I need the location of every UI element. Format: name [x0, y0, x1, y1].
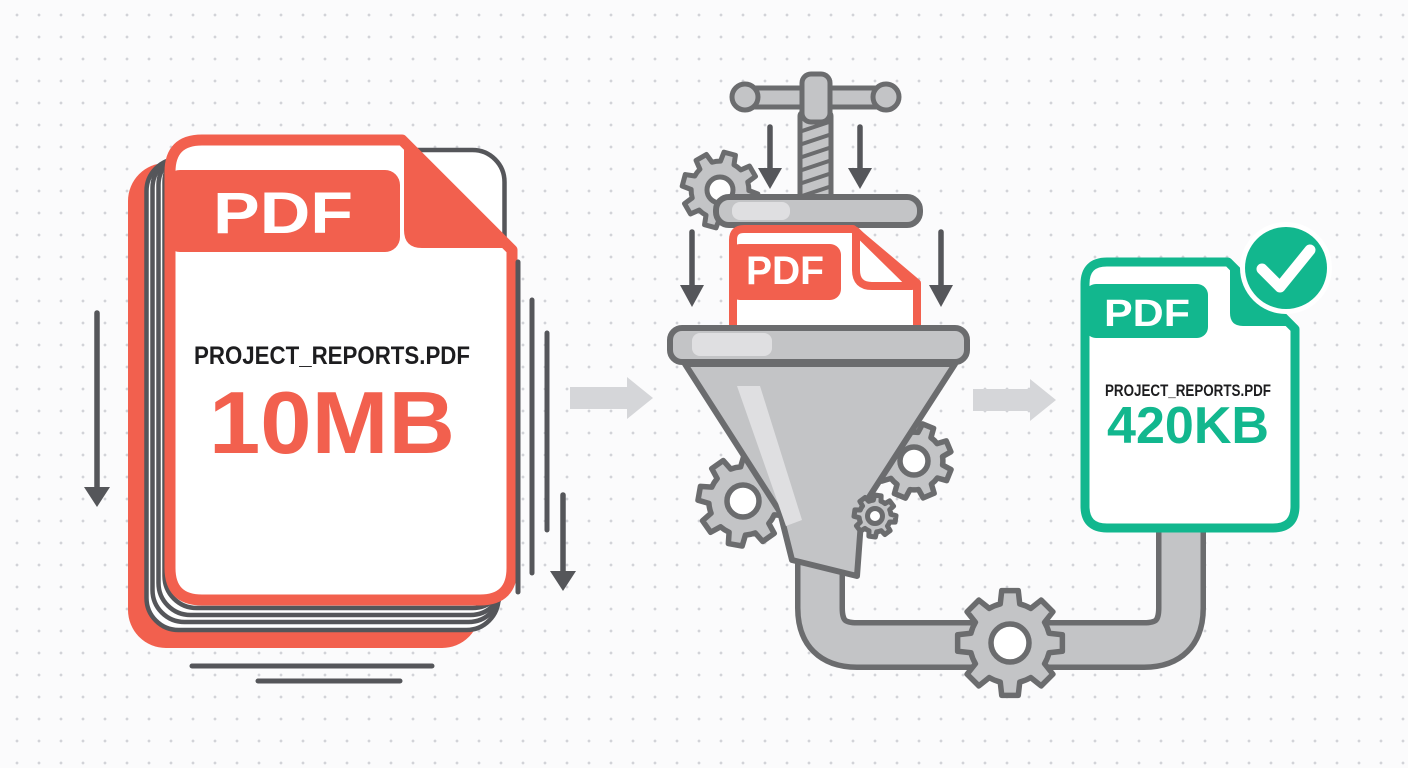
result-pdf-badge-label: PDF: [1104, 293, 1190, 335]
gear-icon: [958, 591, 1063, 696]
arrow-right-icon: [973, 379, 1056, 421]
check-circle-icon: [1240, 222, 1332, 314]
result-size-label: 420KB: [1107, 397, 1269, 455]
arrow-down-icon: [929, 229, 953, 307]
source-pdf-badge: [165, 170, 400, 252]
speed-lines: [515, 259, 550, 595]
arrow-down-icon: [84, 310, 110, 507]
result-filename: PROJECT_REPORTS.PDF: [1105, 382, 1271, 400]
compressor-machine: PDF: [670, 74, 1181, 695]
arrow-down-icon: [758, 124, 782, 189]
source-page-fold: [404, 144, 508, 248]
pressed-pdf-file: PDF: [729, 225, 921, 354]
source-size-label: 10MB: [209, 373, 455, 472]
funnel-cone-highlight: [737, 386, 802, 526]
arrow-right-icon: [570, 377, 653, 419]
arrow-down-icon: [848, 124, 872, 189]
result-pdf-file: PDF PROJECT_REPORTS.PDF 420KB: [1080, 222, 1332, 533]
pressed-pdf-badge: [729, 244, 841, 300]
arrow-down-icon: [550, 492, 576, 591]
pressed-pdf-badge-label: PDF: [746, 249, 824, 293]
gear-icon: [852, 493, 899, 540]
press-plate-highlight: [732, 202, 790, 220]
vise-handle: [729, 71, 902, 125]
arrow-down-icon: [680, 229, 704, 307]
funnel: [667, 325, 970, 579]
vise-screw: [797, 109, 834, 210]
source-filename: PROJECT_REPORTS.PDF: [194, 342, 470, 370]
funnel-rim-highlight: [692, 333, 772, 356]
gear-icon: [865, 412, 963, 510]
source-page: [164, 134, 518, 606]
result-pdf-badge: [1085, 284, 1208, 338]
pressed-page-fold: [852, 227, 916, 290]
source-pdf-stack: PDF PROJECT_REPORTS.PDF 10MB: [84, 134, 576, 684]
source-pdf-badge-label: PDF: [213, 181, 353, 246]
ground-lines: [189, 663, 435, 684]
gear-icon: [691, 449, 794, 552]
